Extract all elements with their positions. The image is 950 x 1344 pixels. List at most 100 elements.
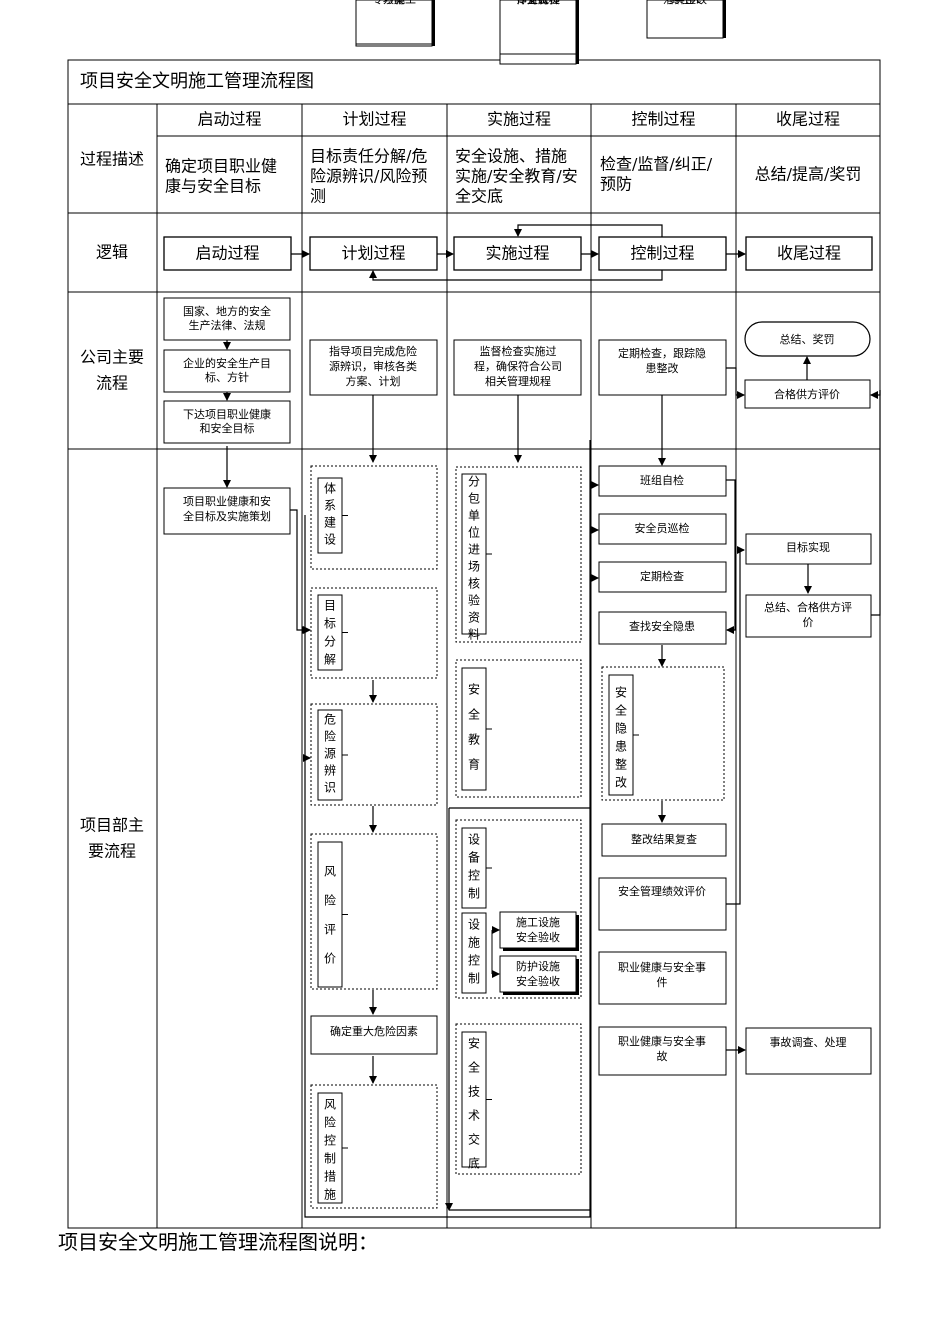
logic-box-label: 控制过程	[630, 244, 694, 263]
group-label-char: 体	[324, 482, 336, 496]
group-label-char: 资	[468, 611, 480, 625]
plan-major-text: 确定重大危险因素	[330, 1024, 418, 1038]
row-label-project: 项目部主	[80, 816, 144, 835]
company-start-text: 下达项目职业健康	[183, 407, 271, 421]
group-label-char: 控	[468, 869, 480, 883]
logic-box	[163, 236, 292, 271]
group-item-text: 方案	[383, 0, 405, 6]
logic-box	[745, 236, 873, 271]
group-label-char: 全	[615, 703, 627, 718]
close-summary-box	[745, 594, 872, 638]
group-label-char: 设	[324, 533, 336, 547]
group-label-char: 制	[468, 972, 480, 986]
group-label-char: 进	[468, 543, 480, 557]
group-item-box	[499, 911, 577, 949]
group-label-char: 险	[324, 1115, 336, 1130]
company-close-box-text: 合格供方评价	[774, 387, 840, 401]
project-start-text: 全目标及实施策划	[183, 509, 271, 523]
group-label-char: 解	[324, 653, 336, 667]
group-label-char: 育	[468, 757, 480, 772]
group-label-char: 底	[468, 1156, 480, 1171]
feedback-arrow	[514, 224, 663, 237]
company-start-text: 标、方针	[205, 370, 249, 384]
group-label-char: 目	[324, 599, 336, 613]
group-label-char: 识	[324, 781, 336, 795]
description-impl: 全交底	[455, 187, 503, 206]
plan-impl-loop	[304, 440, 591, 1218]
logic-box-label: 启动过程	[195, 244, 259, 263]
company-control-text: 患整改	[646, 361, 679, 375]
control-event-text: 件	[657, 976, 668, 989]
group-label-char: 术	[468, 1109, 480, 1123]
group-label-char: 危	[324, 713, 336, 727]
group-item-text: 安全验收	[516, 930, 560, 944]
group-label-char: 措	[324, 1170, 336, 1184]
group-label-char: 评	[324, 923, 336, 937]
company-control-box	[598, 339, 727, 396]
group-item-text: 师对特种	[516, 0, 560, 6]
group-label-char: 源	[324, 747, 336, 761]
description-close: 总结/提高/奖罚	[755, 165, 862, 184]
company-impl-text: 监督检查实施过	[480, 344, 557, 358]
group-label-char: 安	[468, 1036, 480, 1051]
group-label-char: 位	[468, 525, 480, 540]
row-label-company: 流程	[96, 374, 128, 393]
phase-header: 实施过程	[487, 110, 551, 129]
group-label-char: 安	[468, 682, 480, 697]
company-control-text: 定期检查，跟踪隐	[618, 346, 706, 360]
close-summary-text: 总结、合格供方评	[764, 600, 852, 614]
company-start-box	[163, 400, 291, 444]
company-impl-text: 程，确保符合公司	[474, 359, 562, 373]
close-accident-box	[745, 1027, 872, 1075]
group-label-char: 整	[615, 757, 627, 772]
control-eval-text: 安全管理绩效评价	[618, 884, 706, 898]
description-impl: 实施/安全教育/安	[455, 167, 578, 186]
group-label-char: 辨	[324, 764, 336, 778]
group-label-char: 分	[324, 635, 336, 649]
group-label-char: 包	[468, 492, 480, 506]
group-item-text: 施工设施	[516, 916, 560, 929]
company-impl-text: 相关管理规程	[485, 374, 551, 388]
group-item-text: 落实整改	[663, 0, 707, 6]
group-item-box	[499, 955, 577, 993]
company-impl-box	[453, 339, 582, 396]
company-start-text: 企业的安全生产目	[183, 356, 271, 370]
group-label-char: 建	[324, 516, 336, 530]
control-box-text: 查找安全隐患	[629, 619, 695, 633]
group-item-box	[355, 0, 433, 45]
group-label-char: 风	[324, 865, 336, 879]
description-control: 预防	[600, 175, 632, 194]
description-control: 检查/监督/纠正/	[600, 155, 713, 174]
group-label-char: 控	[468, 954, 480, 968]
group-label-char: 患	[615, 740, 627, 754]
group-label-box	[461, 473, 487, 635]
group-label-char: 验	[468, 593, 480, 608]
control-accident-text: 职业健康与安全事	[618, 1034, 706, 1048]
description-plan: 测	[310, 187, 326, 206]
logic-box	[598, 236, 727, 271]
description-plan: 险源辨识/风险预	[310, 167, 427, 186]
close-accident-text: 事故调查、处理	[770, 1035, 847, 1049]
description-plan: 目标责任分解/危	[310, 147, 427, 166]
group-label-char: 控	[324, 1134, 336, 1148]
company-start-text: 生产法律、法规	[189, 318, 266, 332]
company-plan-text: 方案、计划	[346, 374, 401, 388]
row-label-company: 公司主要	[80, 348, 144, 367]
phase-header: 计划过程	[342, 110, 406, 129]
group-label-box	[608, 674, 634, 796]
logic-box-label: 收尾过程	[777, 244, 841, 263]
group-label-char: 制	[324, 1152, 336, 1166]
group-label-box	[461, 827, 487, 909]
group-label-char: 施	[324, 1188, 336, 1202]
control-box	[598, 611, 727, 645]
row-label-logic: 逻辑	[96, 243, 128, 262]
group-label-char: 分	[468, 475, 480, 489]
logic-box	[453, 236, 582, 271]
phase-header: 控制过程	[631, 110, 695, 129]
group-label-char: 制	[468, 887, 480, 901]
control-event-box	[598, 951, 727, 1005]
control-box-text: 定期检查	[640, 569, 684, 583]
description-impl: 安全设施、措施	[455, 147, 567, 166]
phase-header: 启动过程	[197, 110, 261, 129]
